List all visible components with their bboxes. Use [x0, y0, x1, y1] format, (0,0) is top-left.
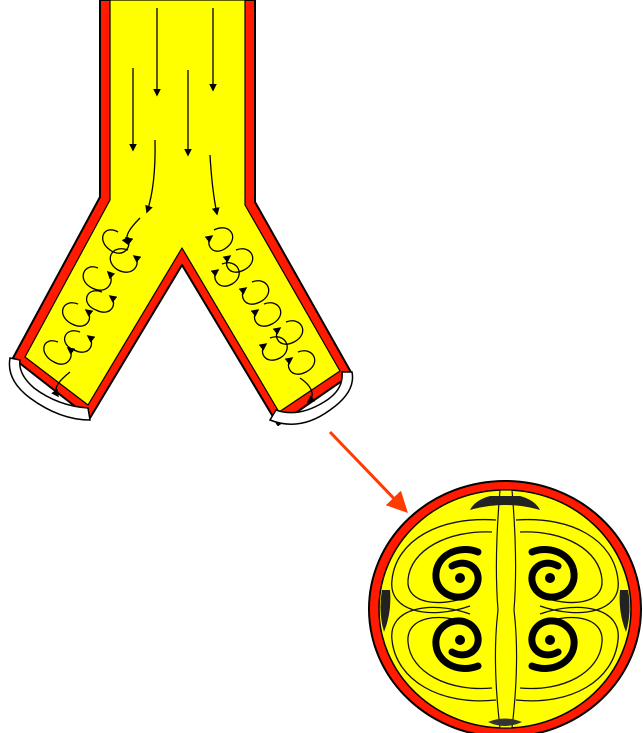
cross-section-callout-arrow	[330, 432, 405, 510]
vessel	[9, 0, 352, 425]
vessel-lumen	[25, 0, 340, 412]
cross-section-divider	[495, 490, 516, 728]
cross-section	[369, 481, 641, 733]
